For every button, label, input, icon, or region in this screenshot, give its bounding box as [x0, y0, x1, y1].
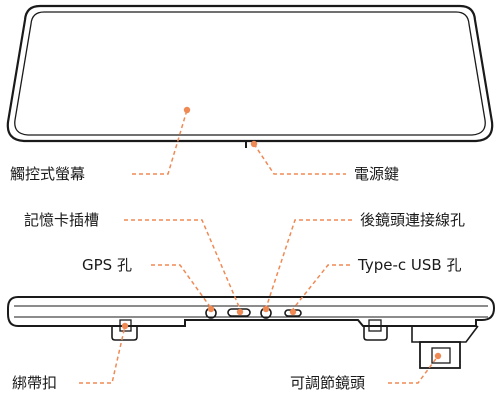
leader-strap-buckle [79, 325, 126, 384]
label-type-c-usb-port: Type-c USB 孔 [358, 256, 462, 274]
dot-gps [207, 305, 215, 313]
label-gps-port: GPS 孔 [82, 256, 132, 274]
leader-lines [79, 109, 439, 384]
dot-type-c [289, 308, 297, 316]
dot-touch-screen [183, 106, 191, 114]
adjustable-lens-shape [419, 341, 461, 369]
leader-power-key [253, 143, 346, 175]
adjustable-lens-mount [411, 325, 479, 343]
label-rear-camera-port: 後鏡頭連接線孔 [360, 211, 466, 229]
label-power-key: 電源鍵 [354, 165, 400, 183]
mirror-side-view [7, 296, 496, 369]
strap-buckle-right-shape [363, 326, 388, 341]
mirror-outer-frame [6, 4, 494, 143]
leader-touch-screen [132, 109, 188, 175]
dot-rear-camera [262, 305, 270, 313]
strap-buckle-left-inner [119, 319, 132, 332]
dot-adjustable-lens [434, 352, 442, 360]
adjustable-lens-face [431, 347, 451, 364]
dot-memory-card [236, 308, 244, 316]
mirror-inner-screen [14, 11, 486, 136]
mirror-body-profile [7, 296, 496, 327]
leader-gps [151, 264, 212, 309]
leader-type-c [292, 264, 350, 310]
leader-dots [121, 106, 442, 360]
label-touch-screen: 觸控式螢幕 [10, 165, 86, 183]
strap-buckle-left-shape [111, 326, 138, 341]
dot-strap-buckle [121, 322, 129, 330]
mirror-front-view [6, 4, 494, 148]
leader-adjustable-lens [388, 355, 439, 384]
label-strap-buckle: 綁帶扣 [12, 374, 58, 392]
leader-memory-card [124, 219, 241, 310]
label-memory-card-slot: 記憶卡插槽 [24, 211, 100, 229]
label-adjustable-lens: 可調節鏡頭 [290, 374, 366, 392]
strap-buckle-right-inner [368, 319, 382, 332]
leader-rear-camera [265, 219, 352, 309]
dot-power-key [250, 140, 258, 148]
